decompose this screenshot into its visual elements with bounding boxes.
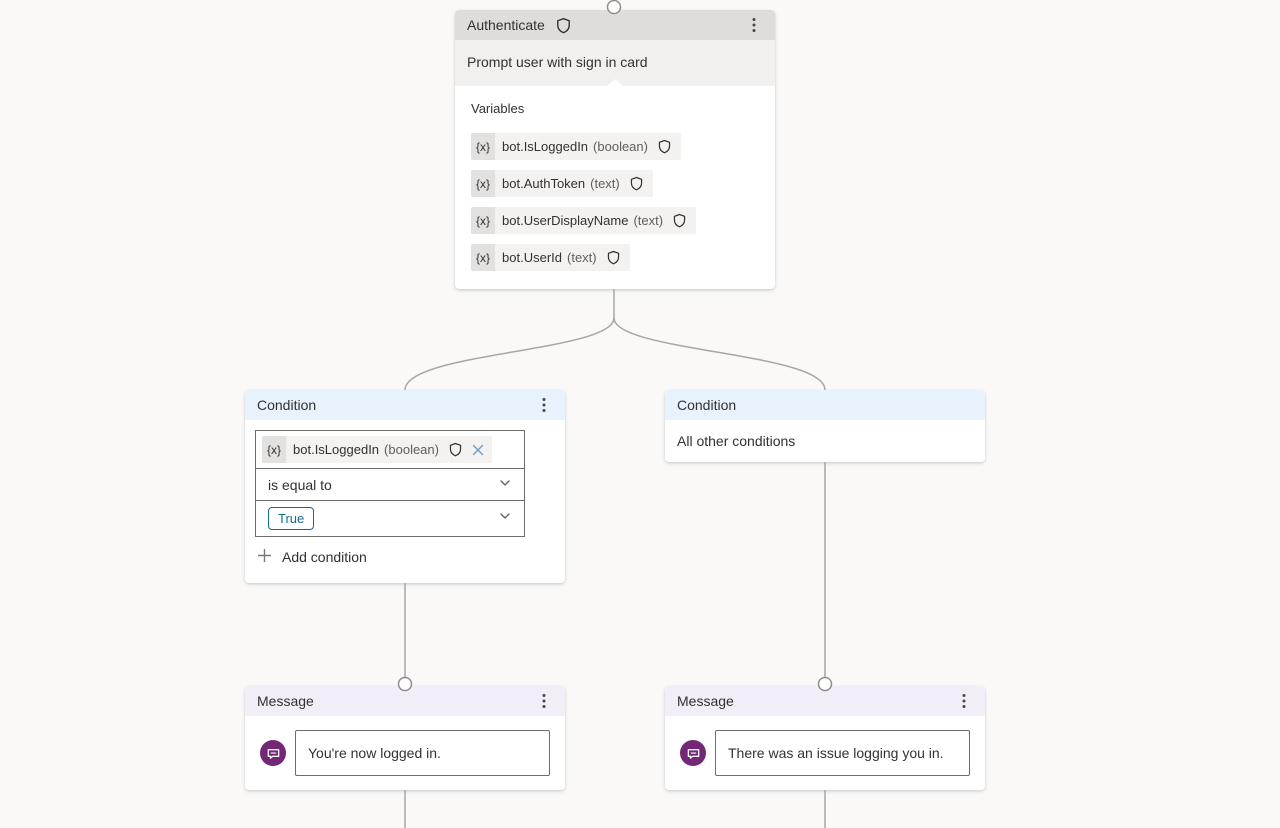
variable-token-icon: {x} (471, 207, 496, 234)
shield-icon (657, 139, 672, 154)
message-text-input[interactable]: You're now logged in. (295, 730, 550, 776)
kebab-menu-icon[interactable] (953, 690, 975, 712)
speech-bubble-icon (260, 740, 286, 766)
shield-icon (629, 176, 644, 191)
variables-label: Variables (471, 101, 525, 116)
authenticate-node-header[interactable]: Authenticate (455, 10, 775, 40)
message-node-title: Message (257, 693, 314, 709)
variable-name: bot.UserDisplayName (502, 213, 629, 228)
condition-node-header[interactable]: Condition (665, 390, 985, 420)
condition-operator-dropdown[interactable]: is equal to (256, 468, 524, 500)
condition-node-else[interactable]: Condition All other conditions (665, 390, 985, 462)
kebab-menu-icon[interactable] (533, 394, 555, 416)
add-condition-button[interactable]: Add condition (257, 548, 367, 582)
variable-token-icon: {x} (471, 133, 496, 160)
add-condition-label: Add condition (282, 549, 367, 565)
condition-else-text: All other conditions (665, 420, 985, 462)
section-notch (607, 79, 623, 86)
condition-node-title: Condition (677, 397, 737, 413)
message-node-title: Message (677, 693, 734, 709)
speech-bubble-icon (680, 740, 706, 766)
condition-body: {x} bot.IsLoggedIn (boolean) is equal to… (245, 420, 565, 582)
shield-icon (606, 250, 621, 265)
message-node-header[interactable]: Message (665, 686, 985, 716)
message-node-header[interactable]: Message (245, 686, 565, 716)
condition-value-dropdown[interactable]: True (256, 500, 524, 536)
variable-chip-userdisplayname[interactable]: {x} bot.UserDisplayName (text) (471, 207, 697, 234)
plus-icon (257, 548, 272, 566)
variable-name: bot.AuthToken (502, 176, 586, 191)
variable-type: (boolean) (384, 442, 439, 457)
variable-type: (text) (590, 176, 620, 191)
variable-chip-userid[interactable]: {x} bot.UserId (text) (471, 244, 630, 271)
chevron-down-icon (498, 476, 512, 493)
close-icon[interactable] (472, 444, 484, 456)
condition-operator-value: is equal to (268, 476, 332, 493)
chevron-down-icon (498, 509, 512, 528)
kebab-menu-icon[interactable] (743, 14, 765, 36)
message-text-input[interactable]: There was an issue logging you in. (715, 730, 970, 776)
message-body: You're now logged in. (245, 716, 565, 790)
variable-name: bot.IsLoggedIn (502, 139, 589, 154)
message-node-error[interactable]: Message There was an issue logging you i… (665, 686, 985, 790)
condition-variable-chip[interactable]: {x} bot.IsLoggedIn (boolean) (262, 436, 492, 463)
condition-rule-group: {x} bot.IsLoggedIn (boolean) is equal to… (255, 430, 525, 537)
variables-list: {x} bot.IsLoggedIn (boolean) {x} bot.Aut… (471, 133, 759, 271)
variable-type: (boolean) (593, 139, 648, 154)
variable-name: bot.IsLoggedIn (293, 442, 380, 457)
shield-icon (555, 17, 572, 34)
variable-token-icon: {x} (471, 170, 496, 197)
authenticate-node[interactable]: Authenticate Prompt user with sign in ca… (455, 10, 775, 289)
variable-name: bot.UserId (502, 250, 562, 265)
variable-type: (text) (633, 213, 664, 228)
condition-variable-row[interactable]: {x} bot.IsLoggedIn (boolean) (256, 431, 524, 468)
variable-chip-authtoken[interactable]: {x} bot.AuthToken (text) (471, 170, 653, 197)
variable-type: (text) (567, 250, 597, 265)
condition-node-header[interactable]: Condition (245, 390, 565, 420)
shield-icon (448, 442, 463, 457)
authenticate-subtitle: Prompt user with sign in card (455, 40, 775, 86)
condition-node-title: Condition (257, 397, 317, 413)
variable-token-icon: {x} (471, 244, 496, 271)
message-node-success[interactable]: Message You're now logged in. (245, 686, 565, 790)
authenticate-variables-section: Variables {x} bot.IsLoggedIn (boolean) {… (455, 79, 775, 271)
authenticate-node-title: Authenticate (467, 17, 545, 33)
kebab-menu-icon[interactable] (533, 690, 555, 712)
shield-icon (672, 213, 687, 228)
message-body: There was an issue logging you in. (665, 716, 985, 790)
variable-chip-isloggedin[interactable]: {x} bot.IsLoggedIn (boolean) (471, 133, 681, 160)
condition-value-chip[interactable]: True (268, 507, 315, 530)
variable-token-icon: {x} (262, 436, 287, 463)
condition-node-loggedin[interactable]: Condition {x} bot.IsLoggedIn (boolean) (245, 390, 565, 583)
